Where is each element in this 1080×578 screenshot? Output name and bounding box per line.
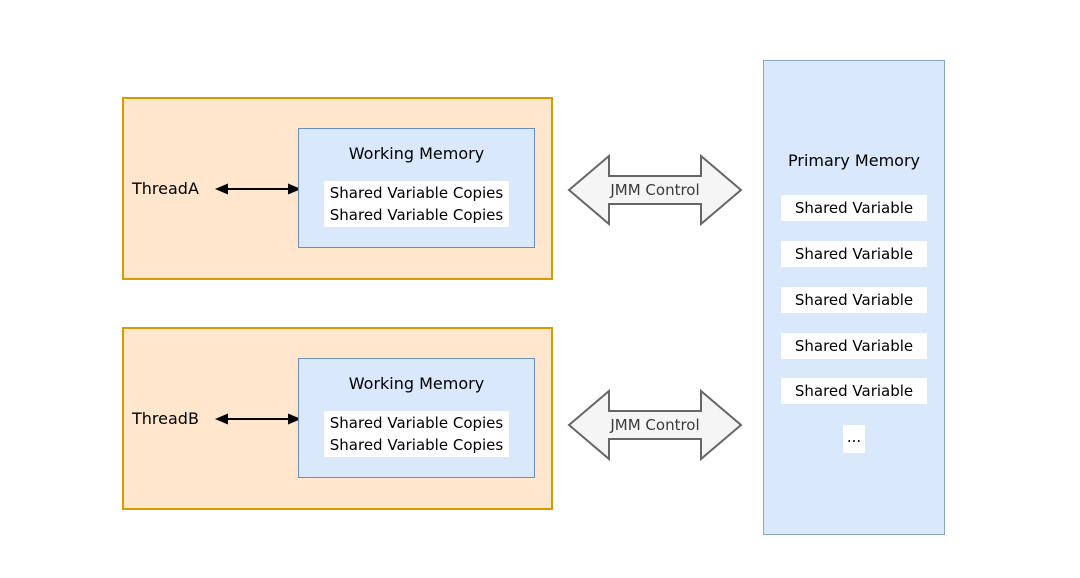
working-memory-a-title: Working Memory — [348, 144, 485, 163]
shared-variable-copy: Shared Variable Copies — [329, 414, 504, 432]
working-memory-b-box: Working Memory Shared Variable Copies Sh… — [298, 358, 535, 478]
primary-memory-title: Primary Memory — [788, 151, 920, 170]
thread-a-label: ThreadA — [132, 179, 199, 198]
thread-b-box: ThreadB Working Memory Shared Variable C… — [122, 327, 553, 510]
jmm-control-label: JMM Control — [610, 416, 700, 434]
thread-b-label: ThreadB — [132, 409, 199, 428]
working-memory-b-items: Shared Variable Copies Shared Variable C… — [323, 411, 510, 457]
shared-variable-row: Shared Variable — [781, 287, 927, 313]
shared-variable-row: Shared Variable — [781, 378, 927, 404]
working-memory-b-title: Working Memory — [348, 374, 485, 393]
shared-variable-copy: Shared Variable Copies — [329, 184, 504, 202]
working-memory-a-items: Shared Variable Copies Shared Variable C… — [323, 181, 510, 227]
working-memory-a-box: Working Memory Shared Variable Copies Sh… — [298, 128, 535, 248]
more-variables-ellipsis: ... — [843, 425, 865, 453]
shared-variable-copy: Shared Variable Copies — [329, 206, 504, 224]
shared-variable-copy: Shared Variable Copies — [329, 436, 504, 454]
jmm-control-arrow: JMM Control — [567, 388, 743, 462]
shared-variable-row: Shared Variable — [781, 195, 927, 221]
shared-variable-row: Shared Variable — [781, 333, 927, 359]
primary-memory-box: Primary Memory Shared Variable Shared Va… — [763, 60, 945, 535]
bidirectional-arrow-icon — [215, 413, 301, 425]
thread-a-box: ThreadA Working Memory Shared Variable C… — [122, 97, 553, 280]
double-arrow-icon — [567, 153, 743, 227]
double-arrow-icon — [567, 388, 743, 462]
bidirectional-arrow-icon — [215, 183, 301, 195]
shared-variable-row: Shared Variable — [781, 241, 927, 267]
jmm-control-arrow: JMM Control — [567, 153, 743, 227]
jmm-control-label: JMM Control — [610, 181, 700, 199]
